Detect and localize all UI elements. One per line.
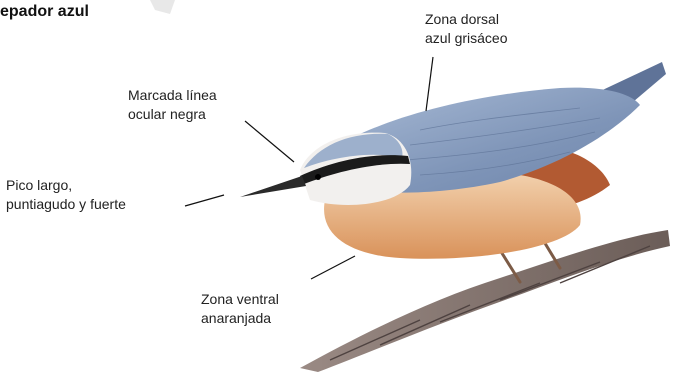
- leader-ocular: [245, 121, 294, 162]
- eye: [315, 174, 321, 180]
- beak: [240, 176, 306, 197]
- label-dorsal-zone: Zona dorsal azul grisáceo: [425, 10, 508, 48]
- leader-pico: [185, 195, 224, 206]
- leader-dorsal: [426, 57, 433, 111]
- label-beak: Pico largo, puntiagudo y fuerte: [6, 176, 126, 214]
- diagram-title: epador azul: [0, 3, 89, 21]
- label-eye-line: Marcada línea ocular negra: [128, 86, 217, 124]
- corner-fragment: [150, 0, 175, 14]
- label-ventral-zone: Zona ventral anaranjada: [201, 290, 279, 328]
- leader-ventral: [311, 256, 355, 279]
